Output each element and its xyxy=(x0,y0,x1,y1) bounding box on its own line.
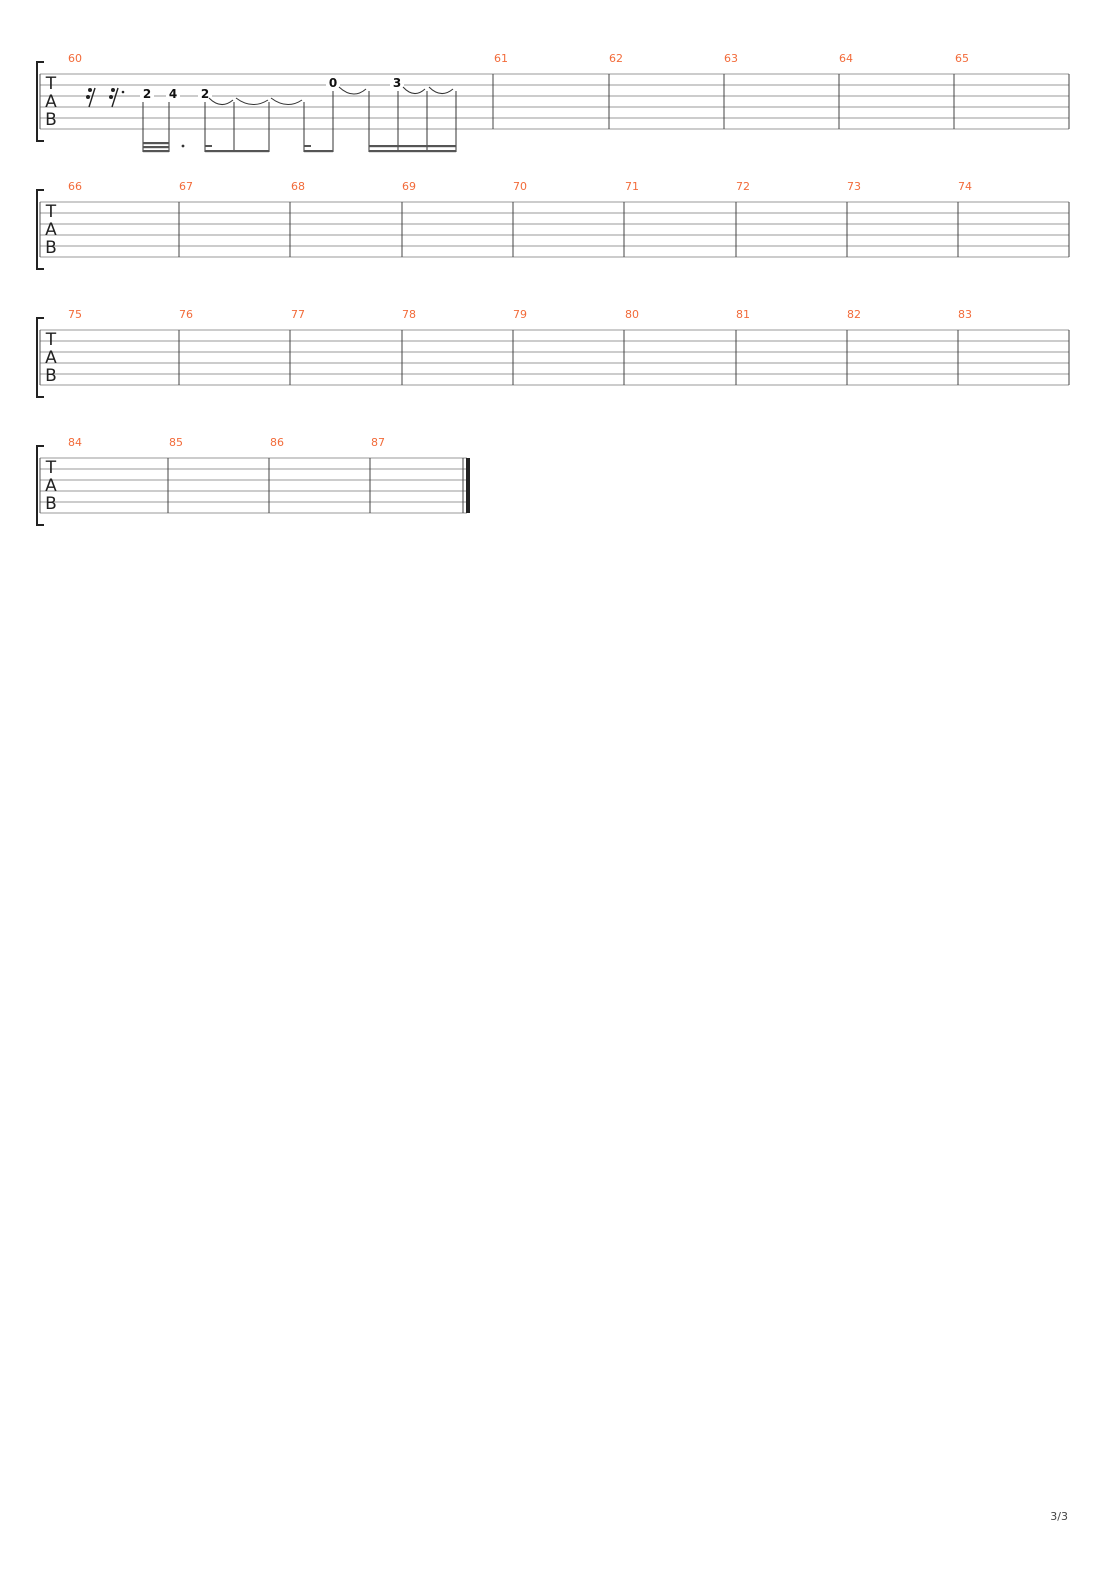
fret-number: 3 xyxy=(393,76,401,90)
measure-number: 73 xyxy=(847,180,861,193)
barlines xyxy=(492,74,1070,129)
sixteenth-rest-icon xyxy=(86,87,96,108)
measure-number: 87 xyxy=(371,436,385,449)
measure-number: 83 xyxy=(958,308,972,321)
measure-number: 71 xyxy=(625,180,639,193)
tab-clef-b: B xyxy=(45,366,57,386)
measure-number: 78 xyxy=(402,308,416,321)
tab-clef-b: B xyxy=(45,110,57,130)
system-bracket xyxy=(36,61,44,142)
system-1: T A B 60 61 62 63 64 65 xyxy=(36,52,1070,153)
measure-number: 61 xyxy=(494,52,508,65)
tie-arcs xyxy=(208,86,454,105)
fret-number: 0 xyxy=(329,76,337,90)
measure-number: 63 xyxy=(724,52,738,65)
tab-clef-t: T xyxy=(45,330,57,350)
measure-number: 66 xyxy=(68,180,82,193)
measure-number: 74 xyxy=(958,180,972,193)
measure-number: 60 xyxy=(68,52,82,65)
note-stems xyxy=(142,91,457,152)
system-bracket xyxy=(36,317,44,398)
tab-clef-a: A xyxy=(45,220,57,240)
tab-clef-t: T xyxy=(45,202,57,222)
measure-number: 80 xyxy=(625,308,639,321)
tab-clef-a: A xyxy=(45,476,57,496)
measure-number: 64 xyxy=(839,52,853,65)
augmentation-dot xyxy=(181,144,185,148)
fret-number: 2 xyxy=(201,87,209,101)
staff-lines xyxy=(40,457,467,514)
measure-number: 77 xyxy=(291,308,305,321)
measure-number: 69 xyxy=(402,180,416,193)
barlines xyxy=(178,330,1070,385)
barlines xyxy=(167,458,464,513)
fret-number: 2 xyxy=(143,87,151,101)
tab-clef-b: B xyxy=(45,494,57,514)
measure-number: 70 xyxy=(513,180,527,193)
measure-number: 86 xyxy=(270,436,284,449)
measure-number: 62 xyxy=(609,52,623,65)
measure-number: 68 xyxy=(291,180,305,193)
system-4: T A B 84 85 86 87 xyxy=(36,436,470,526)
tab-clef-a: A xyxy=(45,348,57,368)
measure-number: 85 xyxy=(169,436,183,449)
measure-number: 65 xyxy=(955,52,969,65)
tab-clef-a: A xyxy=(45,92,57,112)
measure-number: 75 xyxy=(68,308,82,321)
fret-number: 4 xyxy=(169,87,177,101)
system-bracket xyxy=(36,189,44,270)
measure-number: 82 xyxy=(847,308,861,321)
tab-clef-b: B xyxy=(45,238,57,258)
measure-number: 79 xyxy=(513,308,527,321)
staff-lines xyxy=(40,201,1069,258)
system-3: T A B 75 76 77 78 79 80 81 82 83 xyxy=(36,308,1070,398)
measure-number: 72 xyxy=(736,180,750,193)
final-barline xyxy=(466,458,470,513)
note-beams xyxy=(143,142,456,153)
measure-number: 84 xyxy=(68,436,82,449)
tab-clef-t: T xyxy=(45,74,57,94)
staff-lines xyxy=(40,329,1069,386)
measure-number: 76 xyxy=(179,308,193,321)
tab-clef-t: T xyxy=(45,458,57,478)
barlines xyxy=(178,202,1070,257)
page-number: 3/3 xyxy=(1050,1510,1068,1523)
staff-lines xyxy=(40,73,1069,130)
system-bracket xyxy=(36,445,44,526)
system-2: T A B 66 67 68 69 70 71 72 73 74 xyxy=(36,180,1070,270)
measure-number: 81 xyxy=(736,308,750,321)
dotted-sixteenth-rest-icon xyxy=(109,87,125,108)
measure-number: 67 xyxy=(179,180,193,193)
